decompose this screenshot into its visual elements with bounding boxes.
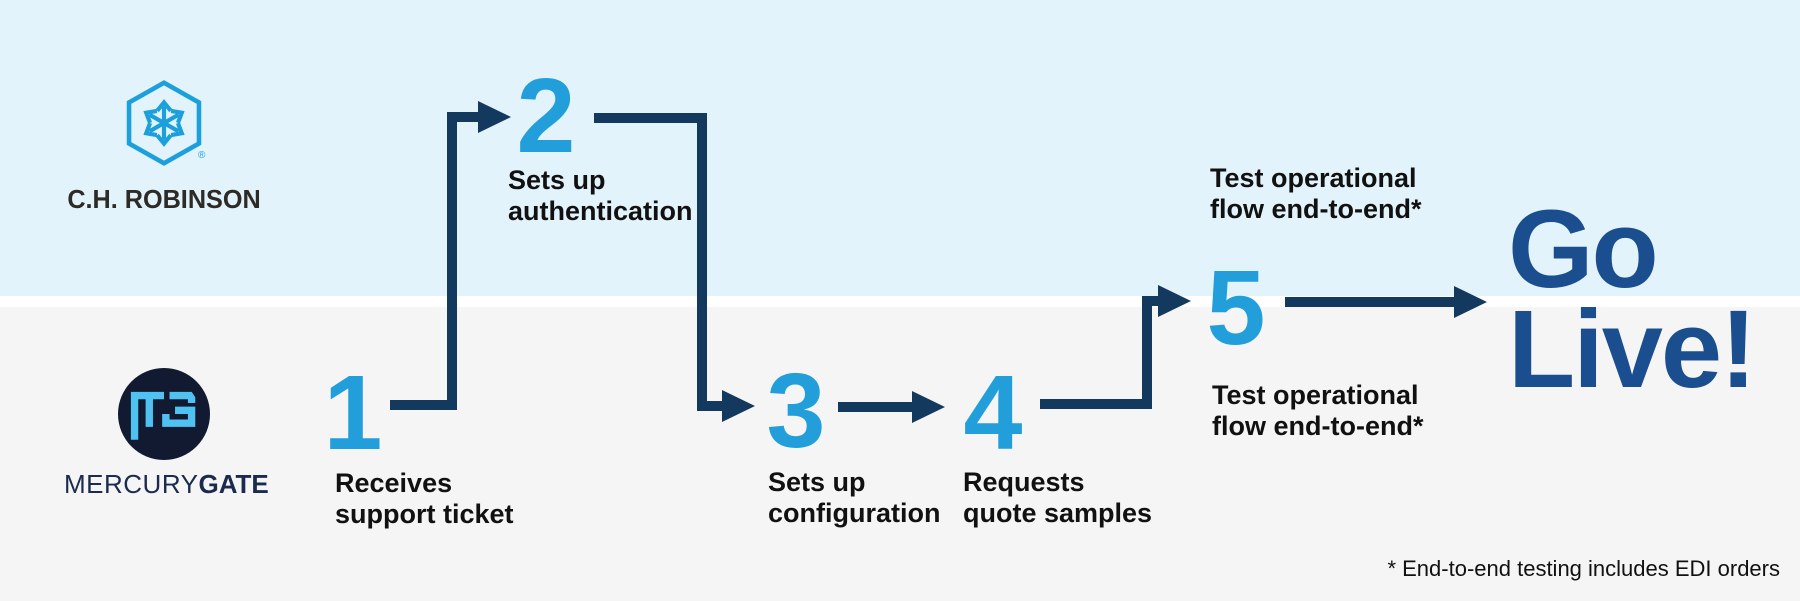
step-2-label: Sets up authentication xyxy=(508,165,693,226)
ch-robinson-wordmark: C.H. ROBINSON xyxy=(67,184,261,214)
mercurygate-wordmark-mercury: MERCURY xyxy=(64,469,199,499)
step-3-number: 3 xyxy=(766,352,826,470)
step-5-number: 5 xyxy=(1206,249,1266,367)
ch-robinson-lane-background xyxy=(0,0,1800,296)
step-3-label: Sets up configuration xyxy=(768,467,941,528)
step-5-label-below: Test operational flow end-to-end* xyxy=(1212,380,1424,441)
mercurygate-logo-badge xyxy=(118,368,210,460)
footnote: * End-to-end testing includes EDI orders xyxy=(1387,556,1780,581)
step-5-label-above: Test operational flow end-to-end* xyxy=(1210,163,1422,224)
step-1-label: Receives support ticket xyxy=(335,468,514,529)
ch-robinson-logo-icon xyxy=(126,80,202,166)
step-2-number: 2 xyxy=(516,57,576,175)
registered-trademark-icon: ® xyxy=(198,150,206,161)
mercurygate-wordmark: MERCURYGATE xyxy=(64,469,269,500)
step-4-label: Requests quote samples xyxy=(963,467,1153,528)
go-live-text: Go Live! xyxy=(1508,188,1757,411)
mercurygate-lane-background xyxy=(0,307,1800,601)
step-1-number: 1 xyxy=(323,354,383,472)
mg-monogram-icon xyxy=(130,391,196,440)
mercurygate-wordmark-gate: GATE xyxy=(198,469,269,499)
step-4-number: 4 xyxy=(963,354,1023,472)
